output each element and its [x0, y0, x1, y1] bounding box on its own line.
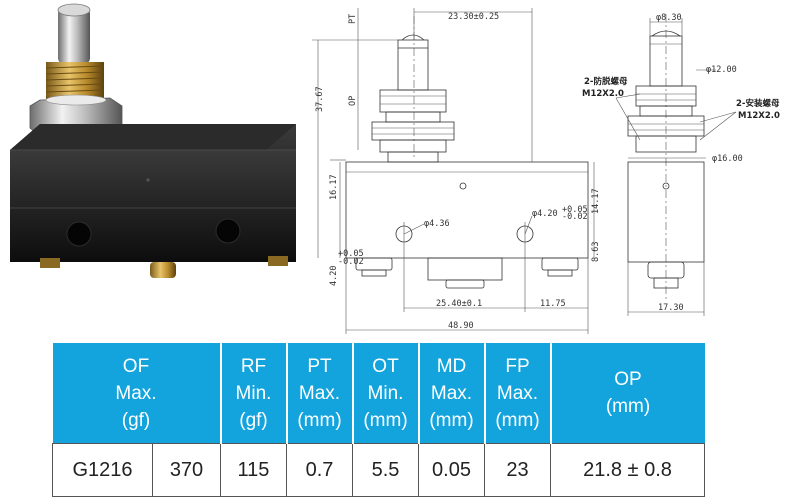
dim-op: OP	[348, 96, 358, 106]
dim-height-total: 37.67	[315, 86, 325, 112]
cell-op: 21.8 ± 0.8	[550, 443, 705, 497]
dim-pt: PT	[348, 14, 358, 24]
anti-loose-nut-thread: M12X2.0	[582, 89, 624, 99]
dim-side-width: 17.30	[658, 303, 684, 313]
cell-of: 370	[152, 443, 221, 497]
dim-right-height: 14.17	[591, 188, 601, 214]
cell-pt: 0.7	[286, 443, 353, 497]
front-view: 23.30±0.25 37.67 16.17 PT OP 4.20 +0.05 …	[312, 8, 601, 334]
mount-nut-label: 2-安装螺母	[736, 98, 780, 109]
dim-hole-tol-minus: -0.02	[562, 212, 588, 222]
side-view: φ8.30 φ12.00 φ16.00 17.30 2-防脱螺母 M12X2.0…	[582, 13, 780, 316]
table-row: G1216 370 115 0.7 5.5 0.05 23 21.8 ± 0.8	[52, 443, 705, 497]
cell-md: 0.05	[418, 443, 485, 497]
dim-right-offset: 11.75	[540, 299, 566, 309]
cell-ot: 5.5	[352, 443, 419, 497]
dim-body-lower: 16.17	[329, 174, 339, 200]
dim-hole-dia: φ4.36	[424, 219, 450, 229]
cell-model: G1216	[52, 443, 153, 497]
dim-hole-offset-tol-minus: -0.02	[338, 257, 364, 267]
dim-hole-offset: 4.20	[329, 266, 339, 286]
anti-loose-nut-label: 2-防脱螺母	[584, 76, 628, 87]
dim-side-nut: φ16.00	[712, 154, 743, 164]
header-op: OP(mm)	[550, 343, 705, 444]
cell-rf: 115	[220, 443, 287, 497]
dim-body-width: 48.90	[448, 321, 474, 331]
dim-hole-tol-plus: +0.05	[562, 205, 588, 215]
dim-top-width: 23.30±0.25	[448, 12, 499, 22]
dim-hole-offset-tol-plus: +0.05	[338, 249, 364, 259]
product-photo	[10, 3, 296, 278]
dim-hole-dia-right: φ4.20	[532, 209, 558, 219]
dim-side-top: φ8.30	[656, 13, 682, 23]
dim-hole-spacing: 25.40±0.1	[436, 299, 482, 309]
dimension-drawing: 23.30±0.25 37.67 16.17 PT OP 4.20 +0.05 …	[312, 8, 780, 334]
dim-side-thread: φ12.00	[706, 65, 737, 75]
cell-fp: 23	[484, 443, 551, 497]
mount-nut-thread: M12X2.0	[738, 111, 780, 121]
dim-right-low: 8.63	[591, 242, 601, 262]
